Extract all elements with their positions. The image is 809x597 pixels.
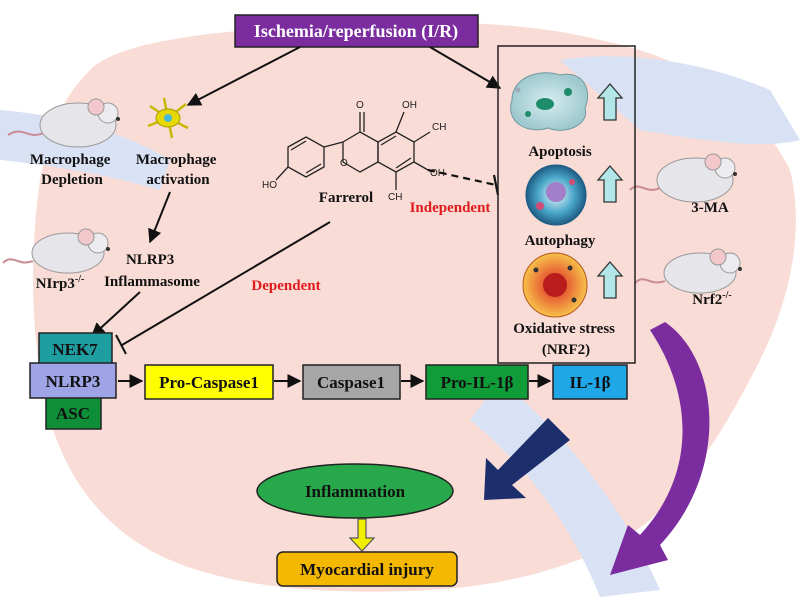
autophagy-label: Autophagy [525,233,596,249]
atom-label: OH [402,100,417,111]
mouse-icon [634,248,742,294]
inflammation-ellipse [256,463,454,519]
il1b-box [552,364,628,400]
independent-label: Independent [410,200,491,216]
farrerol-structure-icon: O OH CH OH CH HO O [262,100,446,203]
nlrp3-box [29,362,117,399]
pro-caspase1-box [144,364,274,400]
mouse-icon [629,153,737,203]
atom-label: O [356,100,364,111]
atom-label: O [340,158,348,169]
big-purple-arrow [610,322,710,575]
macrophage-icon [147,97,189,139]
title-box [234,14,479,48]
farrerol-label: Farrerol [319,190,373,206]
atom-label: CH [432,122,446,133]
inflammation-label: Inflammation [305,482,406,501]
pro-il1b-box [425,364,529,400]
myocardial-injury-label: Myocardial injury [300,560,434,579]
oxidative-cell-icon [522,252,588,318]
three-ma-label: 3-MA [691,200,729,216]
dependent-inhibition-line [121,221,331,346]
autophagy-cell-icon [525,164,587,226]
nlrp3-label: NLRP3 [46,372,101,391]
effects-panel [497,45,636,364]
mouse-icon [2,228,110,274]
up-arrow-icon [596,165,624,203]
nrf2-knockout-label: Nrf2-/- [692,290,731,308]
nek7-label: NEK7 [52,340,98,359]
yellow-down-arrow [348,518,376,552]
arrow-inflammasome-to-complex [90,291,141,337]
apoptosis-label: Apoptosis [528,144,592,160]
up-arrow-icon [596,261,624,299]
nek7-box [38,332,113,366]
myocardial-injury-box [276,551,458,587]
oxidative-stress-label: Oxidative stress (NRF2) [513,321,619,358]
up-arrow-icon [596,83,624,121]
pro-caspase1-label: Pro-Caspase1 [159,373,259,392]
nlrp3-inflammasome-label: NLRP3 Inflammasome [104,252,200,290]
inhibition-bar [115,334,127,355]
arrow-title-to-effects [429,46,502,89]
nlrp3-knockout-label: NIrp3-/- [36,274,85,292]
atom-label: OH [430,168,445,179]
title-text: Ischemia/reperfusion (I/R) [254,21,458,42]
il1b-label: IL-1β [569,373,610,392]
macrophage-depletion-label: Macrophage Depletion [30,152,114,188]
mouse-icon [7,98,120,148]
apoptotic-cell-icon [510,72,589,131]
asc-label: ASC [56,404,90,423]
dependent-label: Dependent [251,278,320,294]
pro-il1b-label: Pro-IL-1β [441,373,514,392]
arrow-title-to-macrophage [186,46,301,106]
caspase1-box [302,364,401,400]
atom-label: HO [262,180,277,191]
arrow-activation-to-inflammasome [148,191,171,244]
caspase1-label: Caspase1 [317,373,385,392]
big-navy-arrow [484,418,570,500]
atom-label: CH [388,192,402,203]
heart-background [0,22,800,597]
macrophage-activation-label: Macrophage activation [136,152,220,188]
